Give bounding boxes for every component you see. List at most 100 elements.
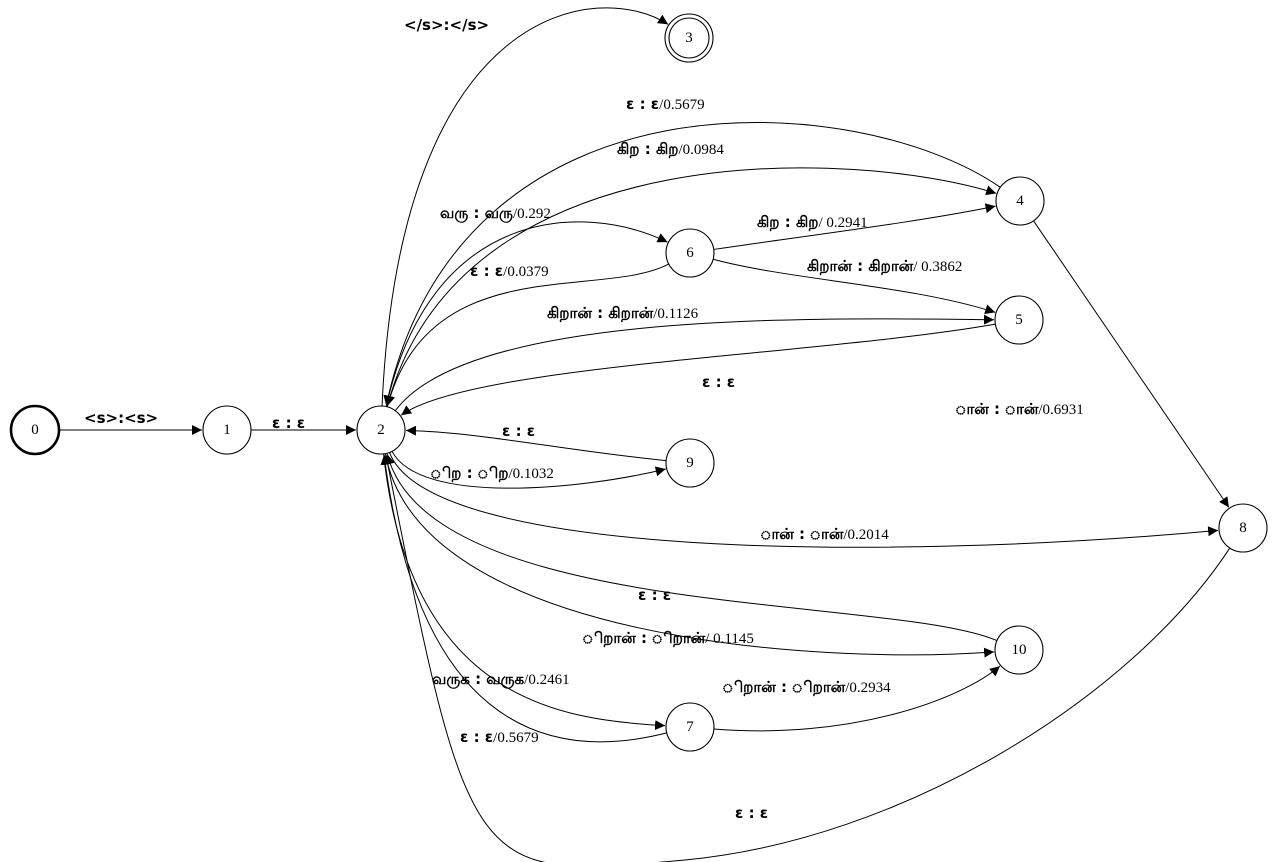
transition-2-5 [394, 314, 995, 412]
transition-label: கிற : கிற/0.0984 [617, 140, 724, 158]
transition-label: கிறான் : கிறான்/ 0.3862 [807, 257, 962, 275]
state-id: 10 [1012, 642, 1027, 658]
transition-2-7 [383, 453, 666, 731]
state-id: 3 [685, 30, 693, 46]
io-label: <s>:<s> [84, 409, 158, 427]
state-id: 2 [377, 422, 385, 438]
weight-label: /0.2461 [524, 672, 569, 688]
transition-9-2 [405, 425, 667, 462]
state-circle [995, 176, 1045, 226]
io-label: கிற : கிற [757, 213, 818, 231]
transition-label: வரு : வரு/0.292 [440, 204, 551, 223]
io-label: ε : ε [702, 373, 735, 391]
weight-label: / 0.2941 [818, 215, 867, 231]
transition-2-9 [391, 451, 666, 489]
io-label: ε : ε [735, 804, 768, 822]
io-label: வருக : வருக [432, 670, 525, 689]
state-5: 5 [994, 295, 1044, 345]
state-9: 9 [665, 438, 715, 488]
weight-label: /0.0984 [678, 142, 724, 158]
state-circle [665, 438, 715, 488]
transition-label: கிறான் : கிறான்/0.1126 [547, 304, 699, 322]
io-label: ε : ε [626, 95, 659, 113]
state-id: 1 [223, 422, 231, 438]
transition-label: ε : ε/0.5679 [460, 728, 539, 746]
transition-label: ε : ε [502, 422, 535, 440]
state-circle [1218, 503, 1268, 553]
weight-label: / 0.1145 [705, 631, 754, 647]
io-label: ிறான் : ிறான் [582, 629, 706, 647]
final-state-ring [668, 17, 710, 59]
io-label: ε : ε [638, 586, 671, 604]
weight-label: /0.5679 [493, 730, 538, 746]
transition-6-4 [713, 203, 996, 250]
transition-label: ε : ε/0.0379 [470, 262, 549, 280]
io-label: </s>:</s> [404, 16, 489, 34]
transition-2-3 [381, 7, 669, 407]
transition-label: ான் : ான்/0.6931 [955, 400, 1084, 418]
state-circle [9, 404, 61, 456]
state-circle [202, 405, 252, 455]
state-2: 2 [356, 405, 406, 455]
transition-10-2 [384, 454, 998, 642]
state-id: 9 [686, 455, 694, 471]
transition-label: ிறான் : ிறான்/ 0.1145 [582, 629, 754, 647]
state-6: 6 [665, 228, 715, 278]
transition-4-8 [1033, 220, 1230, 508]
transition-label: ிற : ிற/0.1032 [430, 464, 554, 482]
io-label: ε : ε [460, 728, 493, 746]
weight-label: / 0.3862 [913, 259, 962, 275]
transition-5-2 [400, 323, 996, 416]
transition-6-5 [713, 258, 996, 315]
state-circle [665, 228, 715, 278]
io-label: ான் : ான் [955, 400, 1039, 418]
io-label: கிறான் : கிறான் [547, 304, 654, 322]
transition-label: ிறான் : ிறான்/0.2934 [722, 678, 891, 696]
transition-7-10 [713, 665, 1001, 732]
transition-label: வருக : வருக/0.2461 [432, 670, 570, 689]
transition-2-6 [385, 221, 668, 407]
transition-4-2 [383, 121, 1001, 406]
weight-label: /0.5679 [659, 97, 704, 113]
transition-6-2 [385, 263, 669, 407]
transition-label: ε : ε [702, 373, 735, 391]
weight-label: /0.0379 [503, 264, 548, 280]
weight-label: /0.6931 [1038, 402, 1083, 418]
state-id: 5 [1015, 312, 1023, 328]
state-id: 4 [1016, 193, 1024, 209]
state-id: 8 [1239, 520, 1247, 536]
transition-label: ε : ε [638, 586, 671, 604]
state-8: 8 [1218, 503, 1268, 553]
state-3: 3 [664, 13, 714, 63]
transition-2-8 [388, 452, 1219, 548]
transition-label: ε : ε [735, 804, 768, 822]
transition-7-2 [380, 454, 667, 743]
state-circle [994, 295, 1044, 345]
transition-2-10 [384, 453, 995, 658]
io-label: ε : ε [272, 414, 305, 432]
weight-label: /0.292 [513, 206, 551, 222]
state-4: 4 [995, 176, 1045, 226]
weight-label: /0.1032 [508, 466, 553, 482]
io-label: ε : ε [502, 422, 535, 440]
state-id: 0 [31, 422, 39, 438]
io-label: ிறான் : ிறான் [722, 678, 846, 696]
transition-label: ε : ε/0.5679 [626, 95, 705, 113]
transition-8-2 [382, 454, 1231, 862]
transition-label: ε : ε [272, 414, 305, 432]
transition-label: கிற : கிற/ 0.2941 [757, 213, 868, 231]
transition-2-4 [386, 167, 997, 407]
io-label: ε : ε [470, 262, 503, 280]
transition-label: ான் : ான்/0.2014 [760, 525, 889, 543]
state-circle [665, 702, 715, 752]
state-circle [356, 405, 406, 455]
io-label: வரு : வரு [440, 204, 513, 223]
state-10: 10 [994, 625, 1044, 675]
weight-label: /0.2934 [845, 680, 891, 696]
state-1: 1 [202, 405, 252, 455]
weight-label: /0.1126 [653, 306, 698, 322]
transition-label: <s>:<s> [84, 409, 158, 427]
transition-label: </s>:</s> [404, 16, 489, 34]
state-circle [994, 625, 1044, 675]
